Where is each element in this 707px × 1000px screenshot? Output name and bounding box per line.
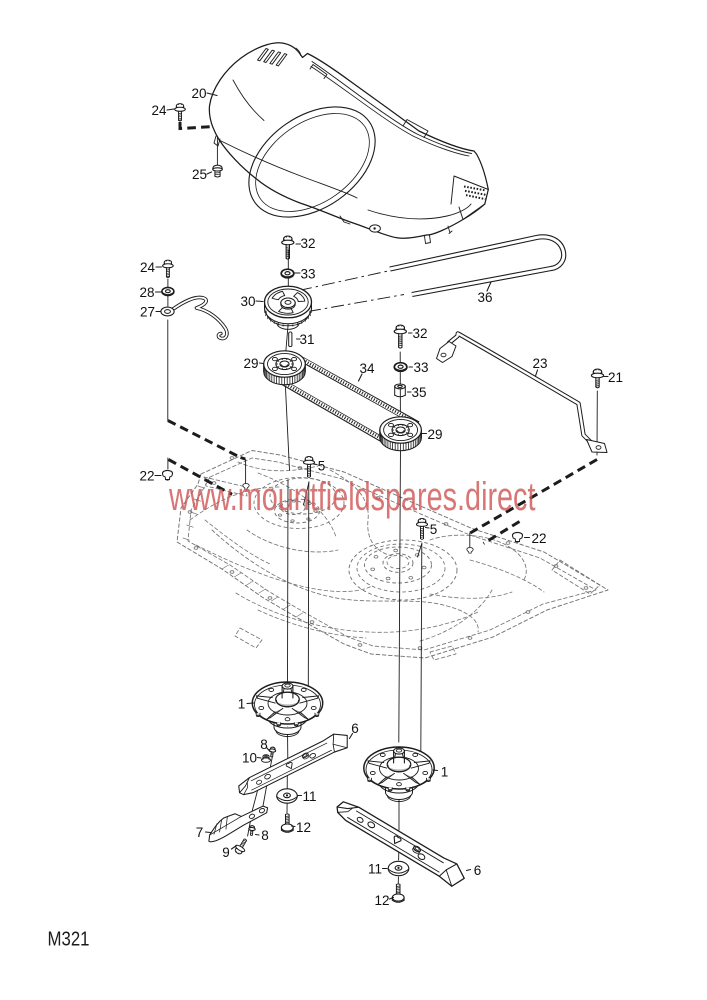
- svg-text:20: 20: [191, 86, 206, 101]
- svg-text:32: 32: [412, 326, 427, 341]
- svg-text:9: 9: [222, 845, 230, 860]
- svg-text:5: 5: [318, 458, 326, 473]
- svg-text:12: 12: [296, 820, 311, 835]
- svg-text:27: 27: [140, 304, 155, 319]
- svg-text:5: 5: [430, 522, 438, 537]
- svg-text:7: 7: [196, 825, 204, 840]
- svg-text:35: 35: [411, 385, 426, 400]
- svg-text:33: 33: [300, 266, 315, 281]
- svg-text:28: 28: [139, 285, 154, 300]
- svg-text:25: 25: [192, 167, 207, 182]
- svg-text:30: 30: [240, 294, 255, 309]
- svg-text:8: 8: [260, 737, 268, 752]
- svg-text:www.mountfieldspares.direct: www.mountfieldspares.direct: [168, 474, 536, 519]
- svg-text:12: 12: [374, 893, 389, 908]
- svg-text:8: 8: [261, 828, 269, 843]
- svg-text:6: 6: [474, 863, 482, 878]
- svg-text:34: 34: [359, 361, 375, 376]
- svg-text:22: 22: [531, 531, 546, 546]
- svg-text:31: 31: [299, 332, 314, 347]
- svg-text:29: 29: [243, 356, 258, 371]
- svg-text:11: 11: [302, 789, 316, 804]
- svg-text:24: 24: [151, 103, 167, 118]
- svg-text:10: 10: [242, 750, 257, 765]
- svg-text:21: 21: [608, 370, 623, 385]
- svg-text:24: 24: [140, 260, 156, 275]
- svg-text:M321: M321: [48, 927, 90, 950]
- svg-text:6: 6: [351, 721, 359, 736]
- svg-text:33: 33: [413, 360, 428, 375]
- svg-text:1: 1: [441, 764, 449, 779]
- svg-text:22: 22: [139, 468, 154, 483]
- svg-text:29: 29: [427, 427, 442, 442]
- svg-text:23: 23: [532, 356, 547, 371]
- svg-text:1: 1: [238, 696, 246, 711]
- svg-text:36: 36: [477, 290, 492, 305]
- svg-text:11: 11: [368, 861, 382, 876]
- svg-text:32: 32: [300, 236, 315, 251]
